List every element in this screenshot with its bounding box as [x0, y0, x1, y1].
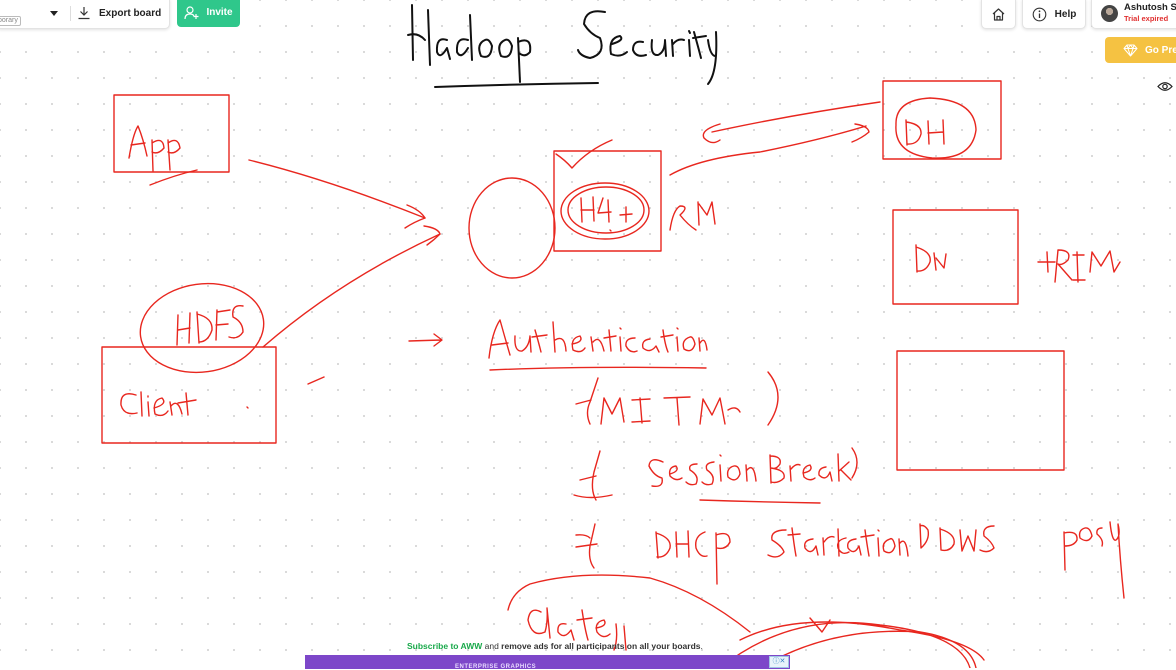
export-board-label: Export board — [99, 7, 162, 19]
ad-banner[interactable]: ENTERPRISE GRAPHICS ⓘ✕ — [305, 655, 790, 670]
download-icon — [78, 7, 90, 20]
user-menu[interactable]: Ashutosh Si Trial expired — [1091, 0, 1176, 29]
help-label: Help — [1054, 8, 1077, 20]
workspace-tag: porary — [0, 16, 21, 26]
export-board-button[interactable]: Export board — [77, 2, 161, 24]
toolbar-divider — [70, 6, 71, 21]
home-icon — [992, 7, 1005, 21]
subscribe-link[interactable]: Subscribe to AWW — [407, 641, 483, 651]
ad-choices-icon[interactable]: ⓘ✕ — [769, 656, 789, 668]
add-user-icon — [184, 5, 199, 19]
diamond-icon — [1123, 44, 1138, 56]
go-premium-button[interactable]: Go Pre — [1105, 37, 1176, 63]
subscribe-remove-ads: remove ads for all participants on all y… — [501, 641, 701, 651]
chevron-down-icon[interactable] — [49, 8, 59, 18]
user-name: Ashutosh Si — [1124, 2, 1176, 13]
board-toolbar: porary Export board — [0, 0, 170, 29]
info-icon — [1032, 7, 1047, 21]
subscribe-notice: Subscribe to AWW and remove ads for all … — [407, 641, 703, 651]
ad-text: ENTERPRISE GRAPHICS — [455, 664, 537, 670]
subscribe-and: and — [482, 641, 502, 651]
title-ink — [407, 4, 718, 88]
home-button[interactable] — [981, 0, 1016, 29]
eye-icon — [1157, 81, 1173, 91]
go-premium-label: Go Pre — [1145, 44, 1176, 56]
avatar — [1101, 5, 1118, 22]
view-mode-button[interactable] — [1152, 75, 1176, 97]
diagram-ink — [101, 80, 1125, 668]
subscribe-end: . — [700, 641, 703, 651]
invite-button[interactable]: Invite — [177, 0, 240, 27]
trial-status: Trial expired — [1124, 14, 1169, 23]
help-button[interactable]: Help — [1022, 0, 1086, 29]
invite-label: Invite — [206, 7, 233, 18]
